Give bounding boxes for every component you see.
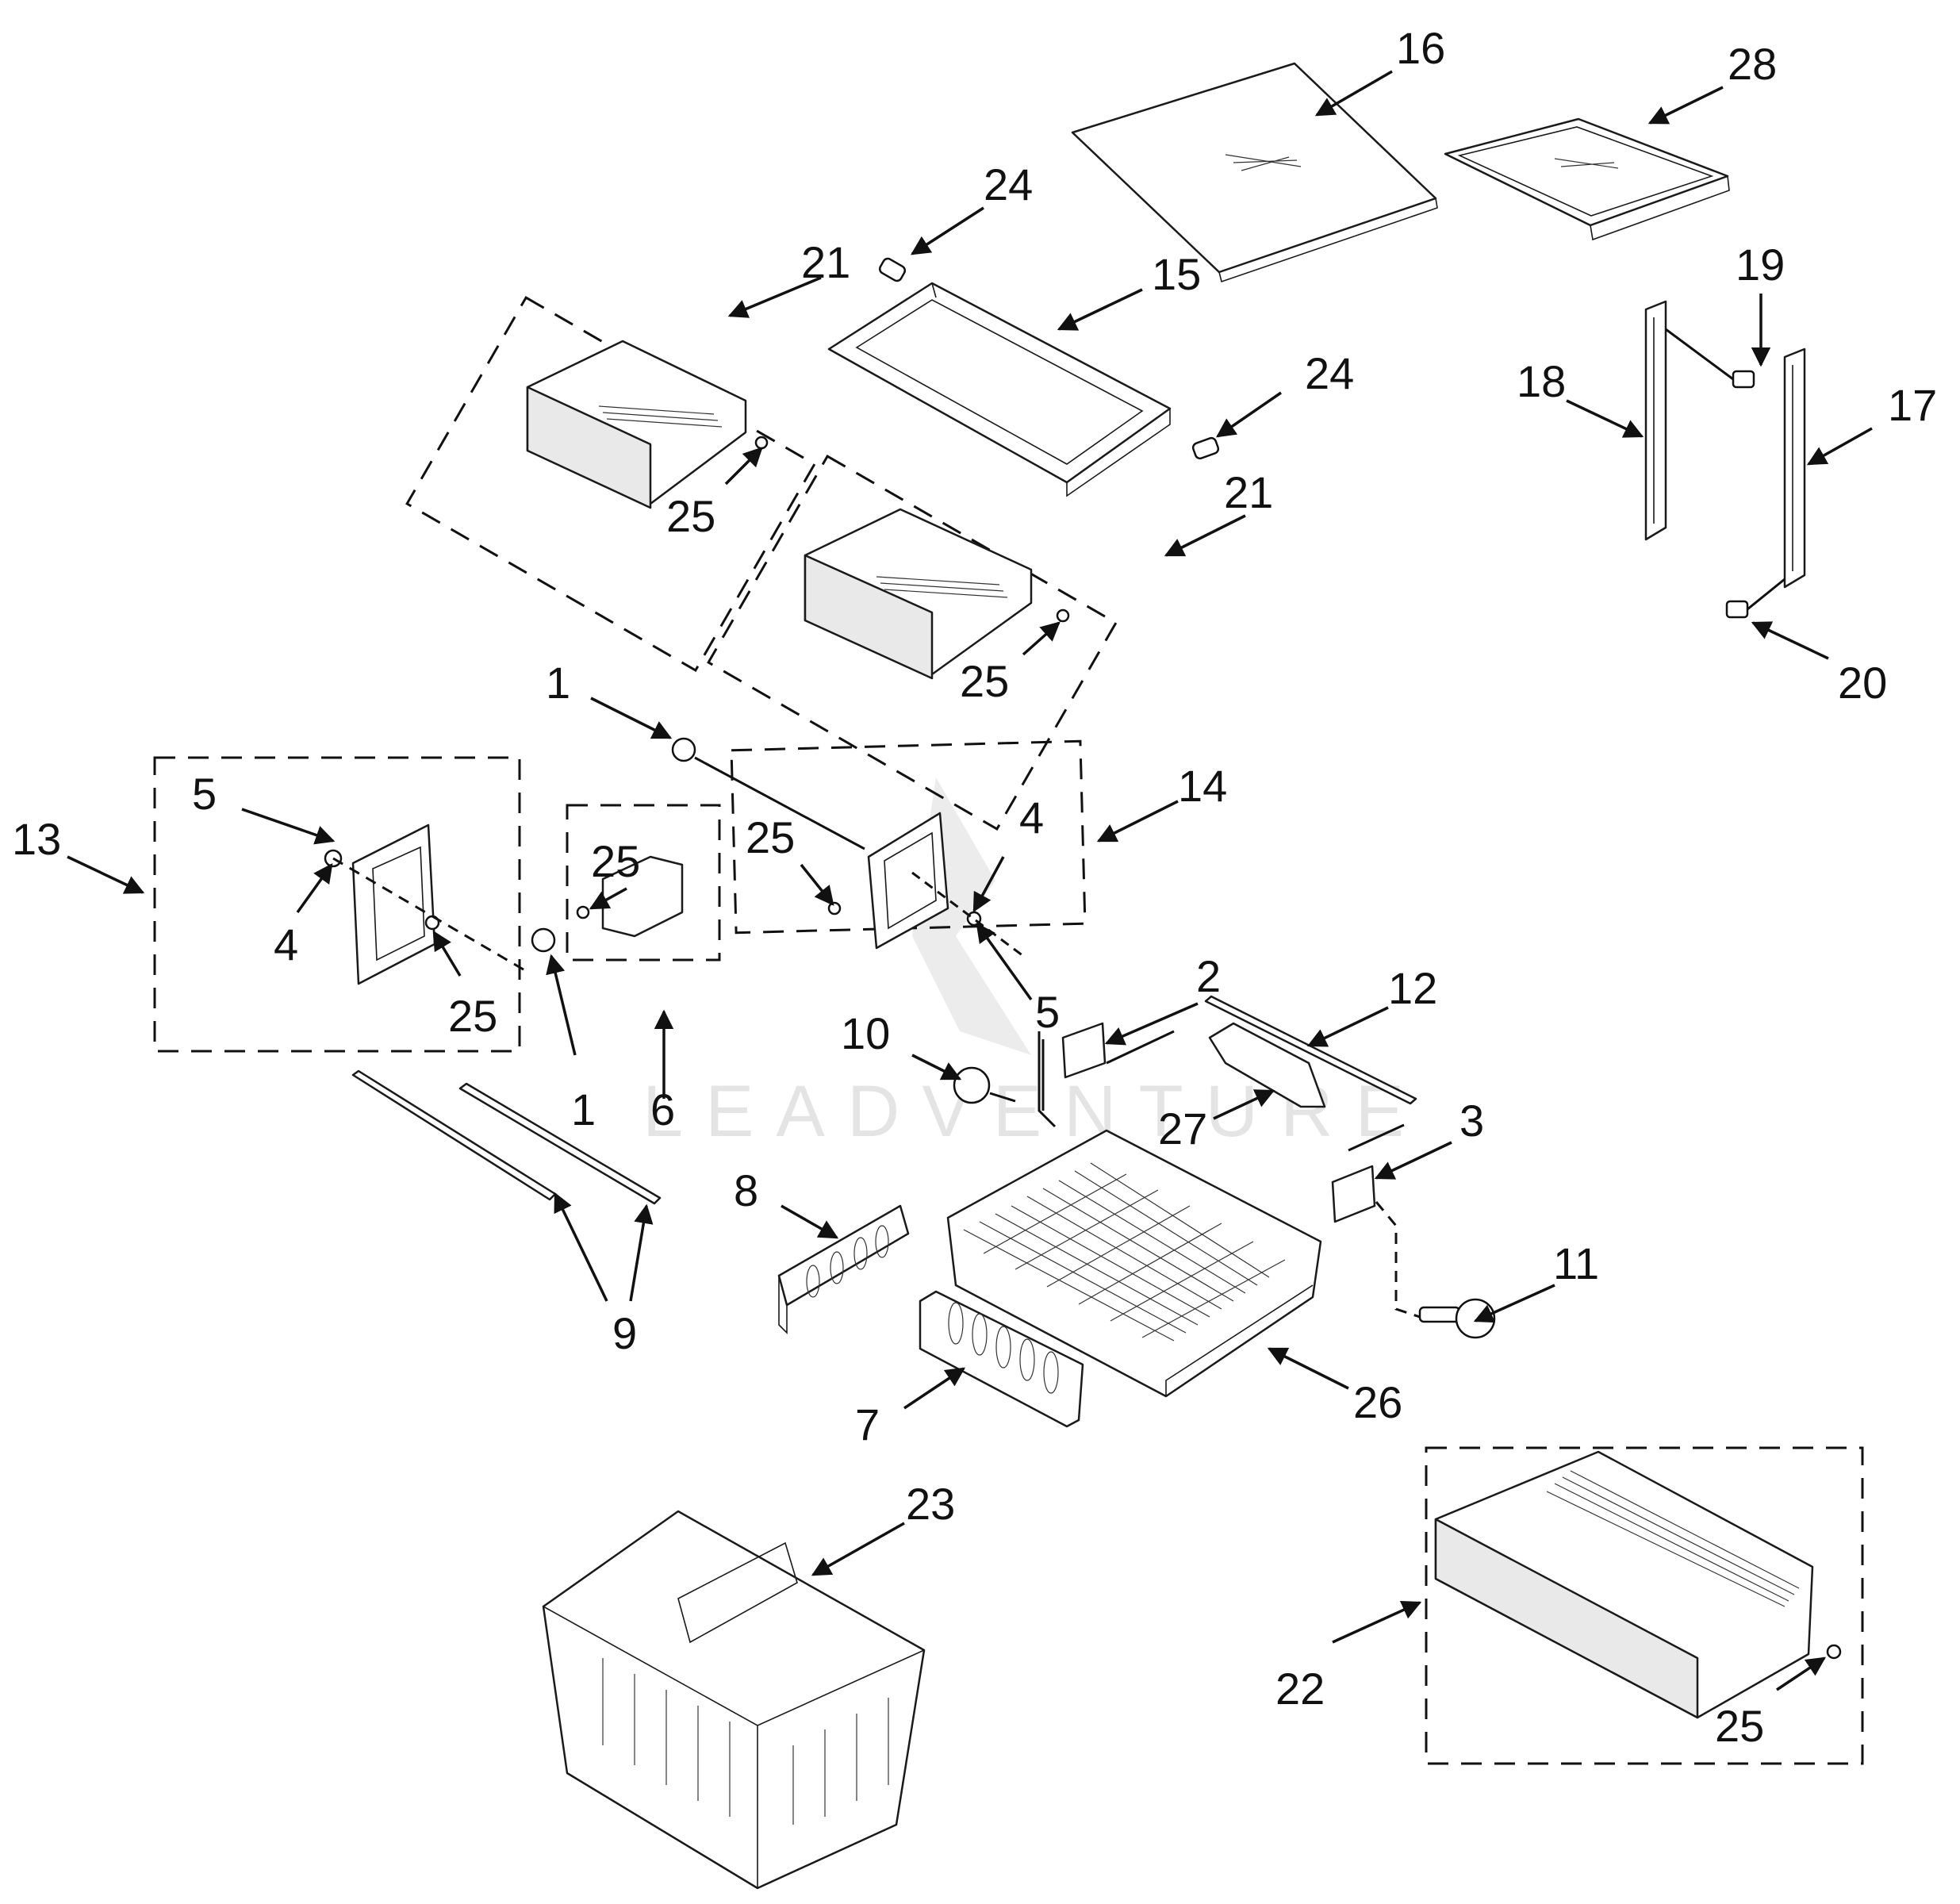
part-26-wire-basket — [946, 1129, 1322, 1398]
callout-16: 16 — [1396, 23, 1445, 73]
callout-24-right: 24 — [1305, 348, 1354, 398]
callout-11: 11 — [1553, 1238, 1599, 1288]
part-9-slide-rails — [351, 1069, 662, 1205]
part-24-pin-top — [878, 257, 907, 282]
assembly-box-13 — [153, 756, 521, 1053]
callout-24-top: 24 — [984, 159, 1033, 209]
callout-15: 15 — [1152, 249, 1201, 299]
assembly-box-22 — [1425, 1446, 1864, 1765]
callout-5-right: 5 — [1035, 987, 1060, 1037]
callout-3: 3 — [1459, 1096, 1484, 1146]
part-16-glass-shelf — [1071, 62, 1438, 283]
callout-28: 28 — [1728, 39, 1777, 89]
assembly-box-6 — [566, 804, 721, 962]
part-15-cover-frame — [827, 282, 1172, 497]
callout-5-left: 5 — [192, 769, 217, 819]
callout-22: 22 — [1275, 1664, 1325, 1714]
part-13-bracket-left — [324, 823, 528, 985]
part-14-bracket-right — [827, 812, 1024, 958]
callout-25-lower-drawer: 25 — [960, 656, 1009, 706]
callout-12: 12 — [1388, 963, 1437, 1013]
part-23-freezer-basket — [542, 1510, 926, 1890]
callout-18: 18 — [1517, 356, 1566, 406]
callout-27: 27 — [1158, 1104, 1207, 1154]
callout-25-box14: 25 — [746, 812, 795, 862]
callout-9: 9 — [612, 1308, 637, 1358]
part-22-pan-drawer — [1434, 1450, 1842, 1719]
callout-1-top: 1 — [546, 658, 570, 708]
part-28-framed-shelf — [1444, 117, 1730, 241]
callout-23: 23 — [906, 1479, 955, 1529]
part-18-rail — [1644, 300, 1667, 541]
part-21-crisper-drawer-upper — [526, 340, 769, 509]
callout-25-upper-drawer: 25 — [666, 491, 715, 541]
callout-21-upper: 21 — [801, 237, 850, 287]
callout-20: 20 — [1838, 658, 1887, 708]
part-1-knob-left — [531, 927, 556, 953]
part-17-rail — [1783, 347, 1806, 589]
part-3-bracket — [1331, 1123, 1421, 1319]
part-21-crisper-drawer-lower — [804, 508, 1070, 680]
callout-25-box13: 25 — [448, 991, 497, 1041]
callout-25-box6: 25 — [591, 836, 640, 886]
callout-17: 17 — [1888, 380, 1937, 430]
callout-14: 14 — [1178, 761, 1227, 811]
callout-21-lower: 21 — [1224, 467, 1273, 517]
callout-2: 2 — [1196, 951, 1221, 1001]
callout-4-left: 4 — [274, 919, 298, 969]
part-20-screw — [1725, 578, 1785, 619]
callout-25-pan: 25 — [1715, 1701, 1764, 1751]
part-10-gear — [953, 1039, 1045, 1111]
callout-19: 19 — [1736, 240, 1785, 290]
callout-4-right: 4 — [1019, 793, 1044, 843]
callout-10: 10 — [841, 1008, 890, 1058]
part-6-slide-block — [576, 855, 684, 938]
part-7-divider — [919, 1290, 1084, 1428]
callout-8: 8 — [734, 1165, 758, 1215]
callout-7: 7 — [855, 1399, 880, 1449]
callout-labels: 16 28 24 21 15 19 18 17 24 21 25 25 20 1… — [12, 23, 1937, 1751]
callout-1-bottom: 1 — [571, 1084, 596, 1134]
part-24-pin-right — [1191, 436, 1220, 460]
part-8-divider — [777, 1204, 910, 1334]
part-27-arm — [1208, 1022, 1326, 1108]
assembly-box-21-lower — [707, 455, 1118, 831]
callout-13: 13 — [12, 814, 61, 864]
callout-26: 26 — [1353, 1377, 1402, 1427]
part-19-screw — [1665, 328, 1755, 389]
part-2-bracket — [1038, 1022, 1175, 1128]
part-12-rod — [1204, 995, 1417, 1105]
part-1-knob-top — [671, 737, 865, 850]
callout-arrows — [67, 70, 1873, 1691]
callout-6: 6 — [650, 1084, 675, 1134]
